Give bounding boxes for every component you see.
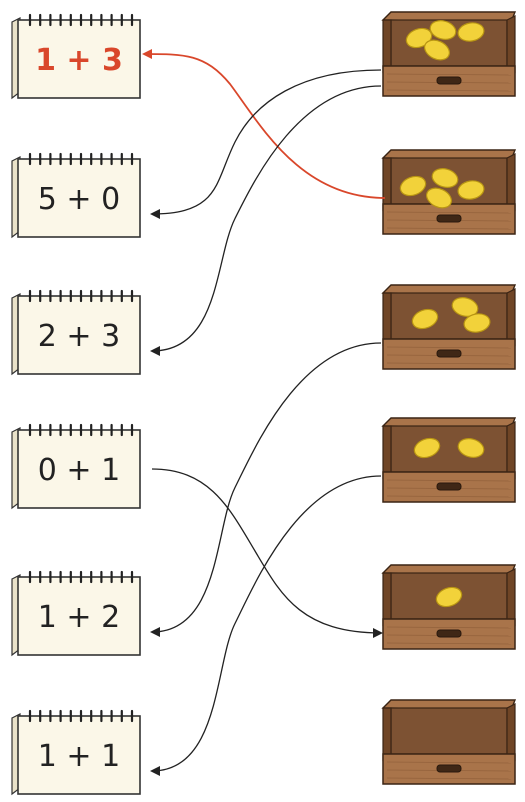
spiral-binding: [28, 709, 134, 723]
connection-arrow: [150, 475, 382, 776]
connection-arrow: [150, 85, 382, 356]
lemon-box: [381, 417, 517, 503]
card-expression: 1 + 1: [38, 739, 120, 774]
box-side: [382, 707, 392, 762]
lemon-box: [381, 699, 517, 785]
box-side: [382, 19, 392, 74]
lemon-box: [381, 284, 517, 370]
box-handle: [436, 76, 462, 85]
card-page: [17, 295, 141, 375]
box-side: [506, 288, 516, 347]
lemon: [405, 27, 433, 49]
spiral-binding: [28, 289, 134, 303]
card-page: [17, 158, 141, 238]
lemon: [451, 297, 479, 317]
box-floor: [390, 707, 508, 755]
box-side: [506, 15, 516, 74]
box-handle: [436, 349, 462, 358]
lemon: [463, 313, 491, 333]
highlighted-connection-arrow: [142, 49, 386, 199]
lemon: [429, 20, 457, 40]
box-floor: [390, 425, 508, 473]
card-page: [17, 576, 141, 656]
card-expression: 0 + 1: [38, 453, 120, 488]
box-floor: [390, 292, 508, 340]
card-page: [17, 715, 141, 795]
card-page: [17, 19, 141, 99]
calendar-card: 1 + 1: [11, 709, 141, 796]
card-expression: 5 + 0: [38, 182, 120, 217]
spiral-binding: [28, 423, 134, 437]
cards-layer: 1 + 3 5 + 0 2 + 3 0 + 1 1 + 2 1 + 1: [11, 13, 141, 796]
calendar-card: 0 + 1: [11, 423, 141, 510]
boxes-layer: [381, 11, 517, 785]
box-side: [506, 568, 516, 627]
box-side: [382, 572, 392, 627]
card-expression: 1 + 3: [35, 43, 123, 78]
lemon: [457, 180, 485, 200]
lemon: [431, 168, 459, 188]
lemon: [411, 308, 439, 330]
card-page: [17, 429, 141, 509]
calendar-card: 1 + 2: [11, 570, 141, 657]
lemon: [457, 22, 485, 42]
lemon: [426, 187, 452, 209]
connections-layer: [142, 49, 386, 776]
box-handle: [436, 764, 462, 773]
lemon: [399, 175, 427, 197]
box-side: [382, 292, 392, 347]
box-handle: [436, 214, 462, 223]
lemon: [413, 437, 441, 459]
lemon: [435, 586, 463, 608]
connection-arrow: [150, 342, 382, 637]
box-handle: [436, 629, 462, 638]
lemon-box: [381, 11, 517, 97]
box-side: [506, 153, 516, 212]
box-side: [506, 703, 516, 762]
calendar-card: 5 + 0: [11, 152, 141, 239]
spiral-binding: [28, 570, 134, 584]
card-expression: 2 + 3: [38, 319, 120, 354]
connection-arrow: [150, 69, 382, 219]
card-expression: 1 + 2: [38, 600, 120, 635]
box-side: [382, 157, 392, 212]
lemon-box: [381, 149, 517, 235]
calendar-card: 2 + 3: [11, 289, 141, 376]
calendar-card: 1 + 3: [11, 13, 141, 100]
lemon: [457, 438, 485, 458]
box-side: [506, 421, 516, 480]
box-side: [382, 425, 392, 480]
box-handle: [436, 482, 462, 491]
connection-arrow: [151, 468, 383, 638]
lemon-box: [381, 564, 517, 650]
spiral-binding: [28, 13, 134, 27]
lemon: [424, 39, 450, 61]
spiral-binding: [28, 152, 134, 166]
